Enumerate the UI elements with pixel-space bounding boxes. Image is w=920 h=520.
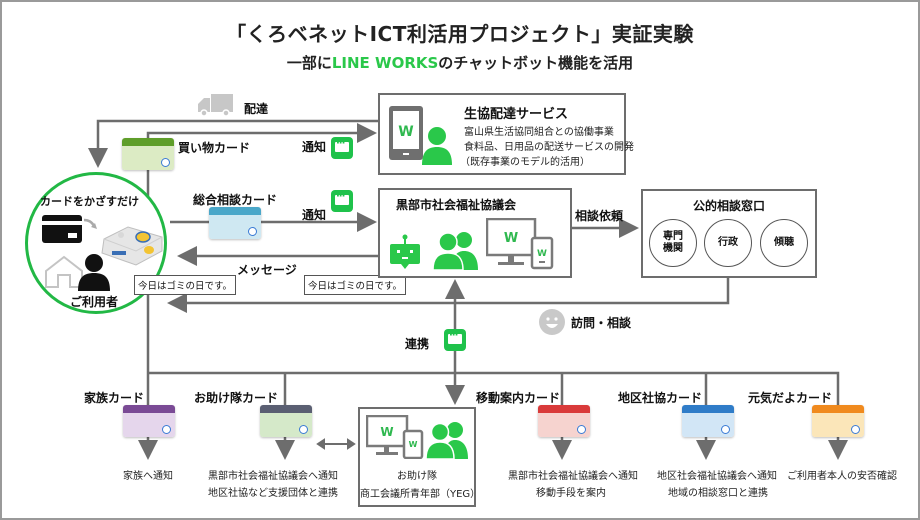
circle-listening: 傾聴 [760, 219, 808, 267]
user-label: ご利用者 [70, 295, 119, 309]
consult-card-label: 総合相談カード [193, 193, 278, 207]
card-reader-device-icon [101, 226, 163, 266]
helper-team-org: 商工会議所青年部（YEG） [360, 489, 481, 500]
helper-card-label: お助け隊カード [194, 391, 279, 405]
notify-label-1: 通知 [302, 140, 327, 154]
group-icon [426, 422, 468, 459]
family-card-image [123, 405, 175, 437]
svg-text:W: W [504, 231, 518, 246]
truck-icon [198, 94, 233, 117]
visit-label: 訪問・相談 [571, 316, 632, 330]
genki-card-label: 元気だよカード [748, 391, 833, 405]
house-icon [45, 255, 83, 288]
monitor-phone-icon: W W [366, 415, 424, 459]
subtitle-suffix: のチャットボット機能を活用 [438, 54, 634, 72]
genki-desc-1: ご利用者本人の安否確認 [787, 471, 897, 482]
district-desc-2: 地域の相談窓口と連携 [668, 488, 768, 499]
circle-government: 行政 [704, 219, 752, 267]
mobility-desc-2: 移動手段を案内 [536, 488, 606, 499]
circle-specialist: 専門 機関 [649, 219, 697, 267]
monitor-phone-icon: W W [486, 218, 554, 270]
consult-card-image [209, 207, 261, 239]
delivery-line [88, 119, 378, 168]
family-card-label: 家族カード [84, 391, 145, 405]
bot-speech-bubble: 今日はゴミの日です。 [304, 275, 407, 295]
chat-icon [444, 329, 466, 351]
notify-label-2: 通知 [302, 208, 327, 222]
svg-text:W: W [409, 440, 418, 449]
helper-desc-2: 地区社協など支援団体と連携 [208, 488, 338, 499]
coop-service-title: 生協配達サービス [464, 107, 569, 122]
chat-icon [331, 190, 353, 212]
svg-text:W: W [398, 124, 413, 140]
public-window-box: 公的相談窓口 専門 機関 行政 傾聴 [641, 189, 817, 278]
helper-desc-1: 黒部市社会福祉協議会へ通知 [208, 471, 338, 482]
council-box: 黒部市社会福祉協議会 W W [378, 188, 572, 278]
mobility-desc-1: 黒部市社会福祉協議会へ通知 [508, 471, 638, 482]
shopping-card-image [122, 138, 174, 170]
svg-text:W: W [380, 425, 393, 439]
card-touch-label: カードをかざすだけ [40, 195, 139, 208]
link-label: 連携 [405, 337, 430, 351]
delivery-label: 配達 [244, 102, 269, 116]
svg-text:W: W [537, 249, 547, 259]
district-card-label: 地区社協カード [618, 391, 703, 405]
helper-team-name: お助け隊 [397, 471, 437, 482]
group-icon [432, 232, 478, 270]
mobility-card-image [538, 405, 590, 437]
district-card-image [682, 405, 734, 437]
arrow-icon [83, 218, 97, 229]
page-subtitle: 一部にLINE WORKSのチャットボット機能を活用 [0, 52, 920, 73]
council-title: 黒部市社会福祉協議会 [396, 198, 517, 212]
helper-card-image [260, 405, 312, 437]
mobility-card-label: 移動案内カード [476, 391, 561, 405]
public-window-title: 公的相談窓口 [692, 199, 765, 213]
card-icon [42, 215, 82, 243]
device-speech-bubble: 今日はゴミの日です。 [134, 275, 237, 295]
chat-icon [331, 137, 353, 159]
coop-line-3: （既存事業のモデル的活用） [460, 157, 590, 168]
visit-line [167, 278, 730, 313]
genki-card-image [812, 405, 864, 437]
coop-service-box: W 生協配達サービス 富山県生活協同組合との協働事業 食料品、日用品の配送サービ… [378, 93, 634, 175]
shopping-card-label: 買い物カード [178, 141, 251, 155]
coop-line-2: 食料品、日用品の配送サービスの開発 [464, 142, 634, 153]
subtitle-prefix: 一部に [286, 54, 332, 72]
page-title: 「くろベネットICT利活用プロジェクト」実証実験 [226, 22, 694, 46]
chatbot-icon [390, 234, 420, 269]
user-silhouette-icon [78, 254, 110, 291]
smiley-icon [539, 309, 565, 335]
person-icon [422, 127, 452, 165]
message-label: メッセージ [237, 263, 297, 277]
district-desc-1: 地区社会福祉協議会へ通知 [657, 471, 777, 482]
subtitle-accent: LINE WORKS [331, 54, 439, 72]
tablet-icon: W [389, 106, 423, 160]
helper-team-box: W W お助け隊 商工会議所青年部（YEG） [358, 407, 481, 507]
consult-request-label: 相談依頼 [575, 209, 624, 223]
family-desc-1: 家族へ通知 [123, 471, 173, 482]
coop-line-1: 富山県生活協同組合との協働事業 [464, 127, 614, 138]
